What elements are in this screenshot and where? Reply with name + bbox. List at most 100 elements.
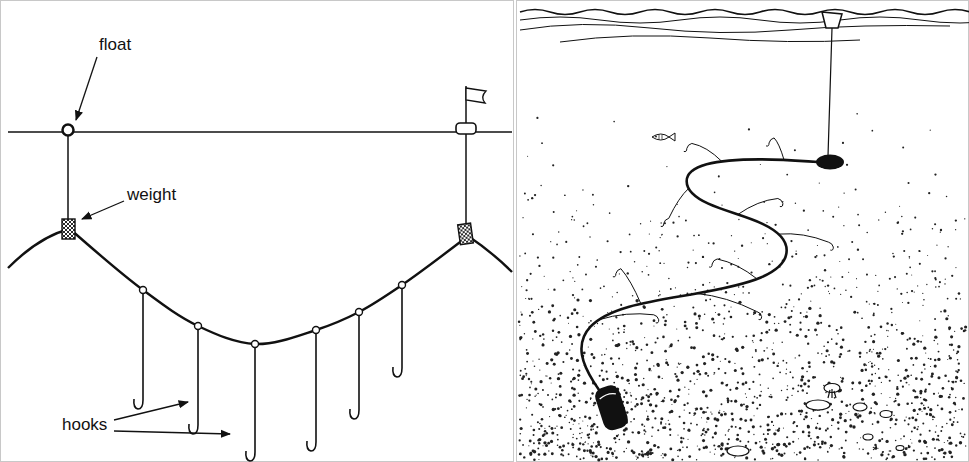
seabed-dot: [934, 458, 936, 460]
seabed-dot: [951, 381, 953, 383]
seabed-dot: [817, 459, 818, 460]
seabed-dot: [523, 456, 525, 458]
seabed-dot: [571, 443, 574, 446]
seabed-dot: [785, 303, 787, 305]
seabed-dot: [631, 340, 634, 343]
seabed-dot: [881, 431, 883, 433]
seabed-dot: [932, 419, 934, 421]
seabed-dot: [823, 361, 825, 363]
seabed-dot: [905, 447, 908, 450]
seabed-dot: [705, 431, 708, 434]
seabed-dot: [742, 382, 745, 385]
seabed-dot: [895, 398, 896, 399]
seabed-dot: [583, 382, 586, 385]
seabed-dot: [752, 425, 755, 428]
seabed-dot: [589, 299, 592, 302]
seabed-dot: [569, 271, 570, 272]
seabed-dot: [874, 412, 876, 414]
seabed-dot: [856, 287, 857, 288]
seabed-dot: [572, 447, 574, 449]
seabed-dot: [695, 289, 697, 291]
seabed-dot: [737, 381, 739, 383]
seabed-dot: [576, 298, 579, 301]
seabed-dot: [861, 317, 863, 319]
seabed-dot: [615, 456, 618, 459]
seabed-dot: [537, 393, 539, 395]
seabed-dot: [864, 341, 866, 343]
seabed-dot: [950, 343, 953, 346]
seabed-dot: [635, 378, 638, 381]
seabed-dot: [717, 446, 719, 448]
seabed-dot: [630, 408, 633, 411]
seabed-dot: [556, 244, 558, 246]
seabed-dot: [840, 326, 843, 329]
flag: [466, 88, 486, 103]
seabed-dot: [582, 189, 583, 190]
seabed-dot: [696, 364, 699, 367]
seabed-dot: [687, 402, 689, 404]
seabed-dot: [541, 343, 544, 346]
seabed-dot: [559, 393, 562, 396]
seabed-dot: [831, 409, 833, 411]
seabed-dot: [640, 322, 642, 324]
seabed-dot: [803, 447, 806, 450]
seabed-dot: [752, 401, 755, 404]
seabed-dot: [646, 410, 647, 411]
part-label: hooks: [62, 416, 107, 435]
seabed-dot: [827, 451, 829, 453]
seabed-dot: [683, 422, 686, 425]
seabed-dot: [532, 338, 533, 339]
seabed-dot: [912, 364, 914, 366]
seabed-dot: [772, 261, 773, 262]
seabed-dot: [573, 434, 574, 435]
seabed-dot: [958, 362, 960, 364]
seabed-dot: [884, 348, 886, 350]
seabed-dot: [873, 303, 875, 305]
seabed-dot: [728, 360, 731, 363]
seabed-dot: [798, 385, 800, 387]
seabed-dot: [951, 456, 954, 459]
seabed-dot: [659, 262, 661, 264]
seabed-dot: [911, 402, 913, 404]
seabed-dot: [659, 237, 660, 238]
seabed-dot: [890, 427, 892, 429]
seabed-dot: [819, 314, 822, 317]
seabed-dot: [793, 421, 795, 423]
seabed-dot: [803, 210, 805, 212]
seabed-dot: [630, 395, 632, 397]
seabed-dot: [727, 443, 729, 445]
seabed-dot: [766, 222, 767, 223]
seabed-dot: [721, 444, 723, 446]
seabed-dot: [921, 411, 922, 412]
seabed-dot: [870, 380, 872, 382]
seabed-dot: [908, 445, 911, 448]
seabed-dot: [712, 436, 714, 438]
seabed-dot: [825, 286, 826, 287]
seabed-dot: [930, 375, 933, 378]
seabed-dot: [597, 440, 600, 443]
seabed-dot: [868, 380, 870, 382]
seabed-dot: [677, 456, 679, 458]
seabed-dot: [750, 419, 753, 422]
seabed-dot: [790, 316, 792, 318]
seabed-dot: [907, 339, 909, 341]
seabed-dot: [551, 399, 553, 401]
seabed-dot: [551, 304, 554, 307]
seabed-dot: [798, 355, 800, 357]
seabed-dot: [910, 374, 912, 376]
hook-eye: [140, 287, 147, 294]
seabed-dot: [802, 431, 805, 434]
seabed-dot: [850, 296, 852, 298]
seabed-dot: [626, 342, 628, 344]
seabed-dot: [687, 261, 689, 263]
seabed-dot: [834, 288, 836, 290]
seabed-dot: [723, 318, 725, 320]
seabed-dot: [572, 393, 575, 396]
seabed-dot: [567, 410, 569, 412]
seabed-dot: [706, 407, 708, 409]
seabed-dot: [636, 403, 639, 406]
seabed-dot: [878, 377, 880, 379]
seabed-dot: [668, 420, 669, 421]
seabed-dot: [624, 329, 625, 330]
seabed-dot: [545, 375, 546, 376]
